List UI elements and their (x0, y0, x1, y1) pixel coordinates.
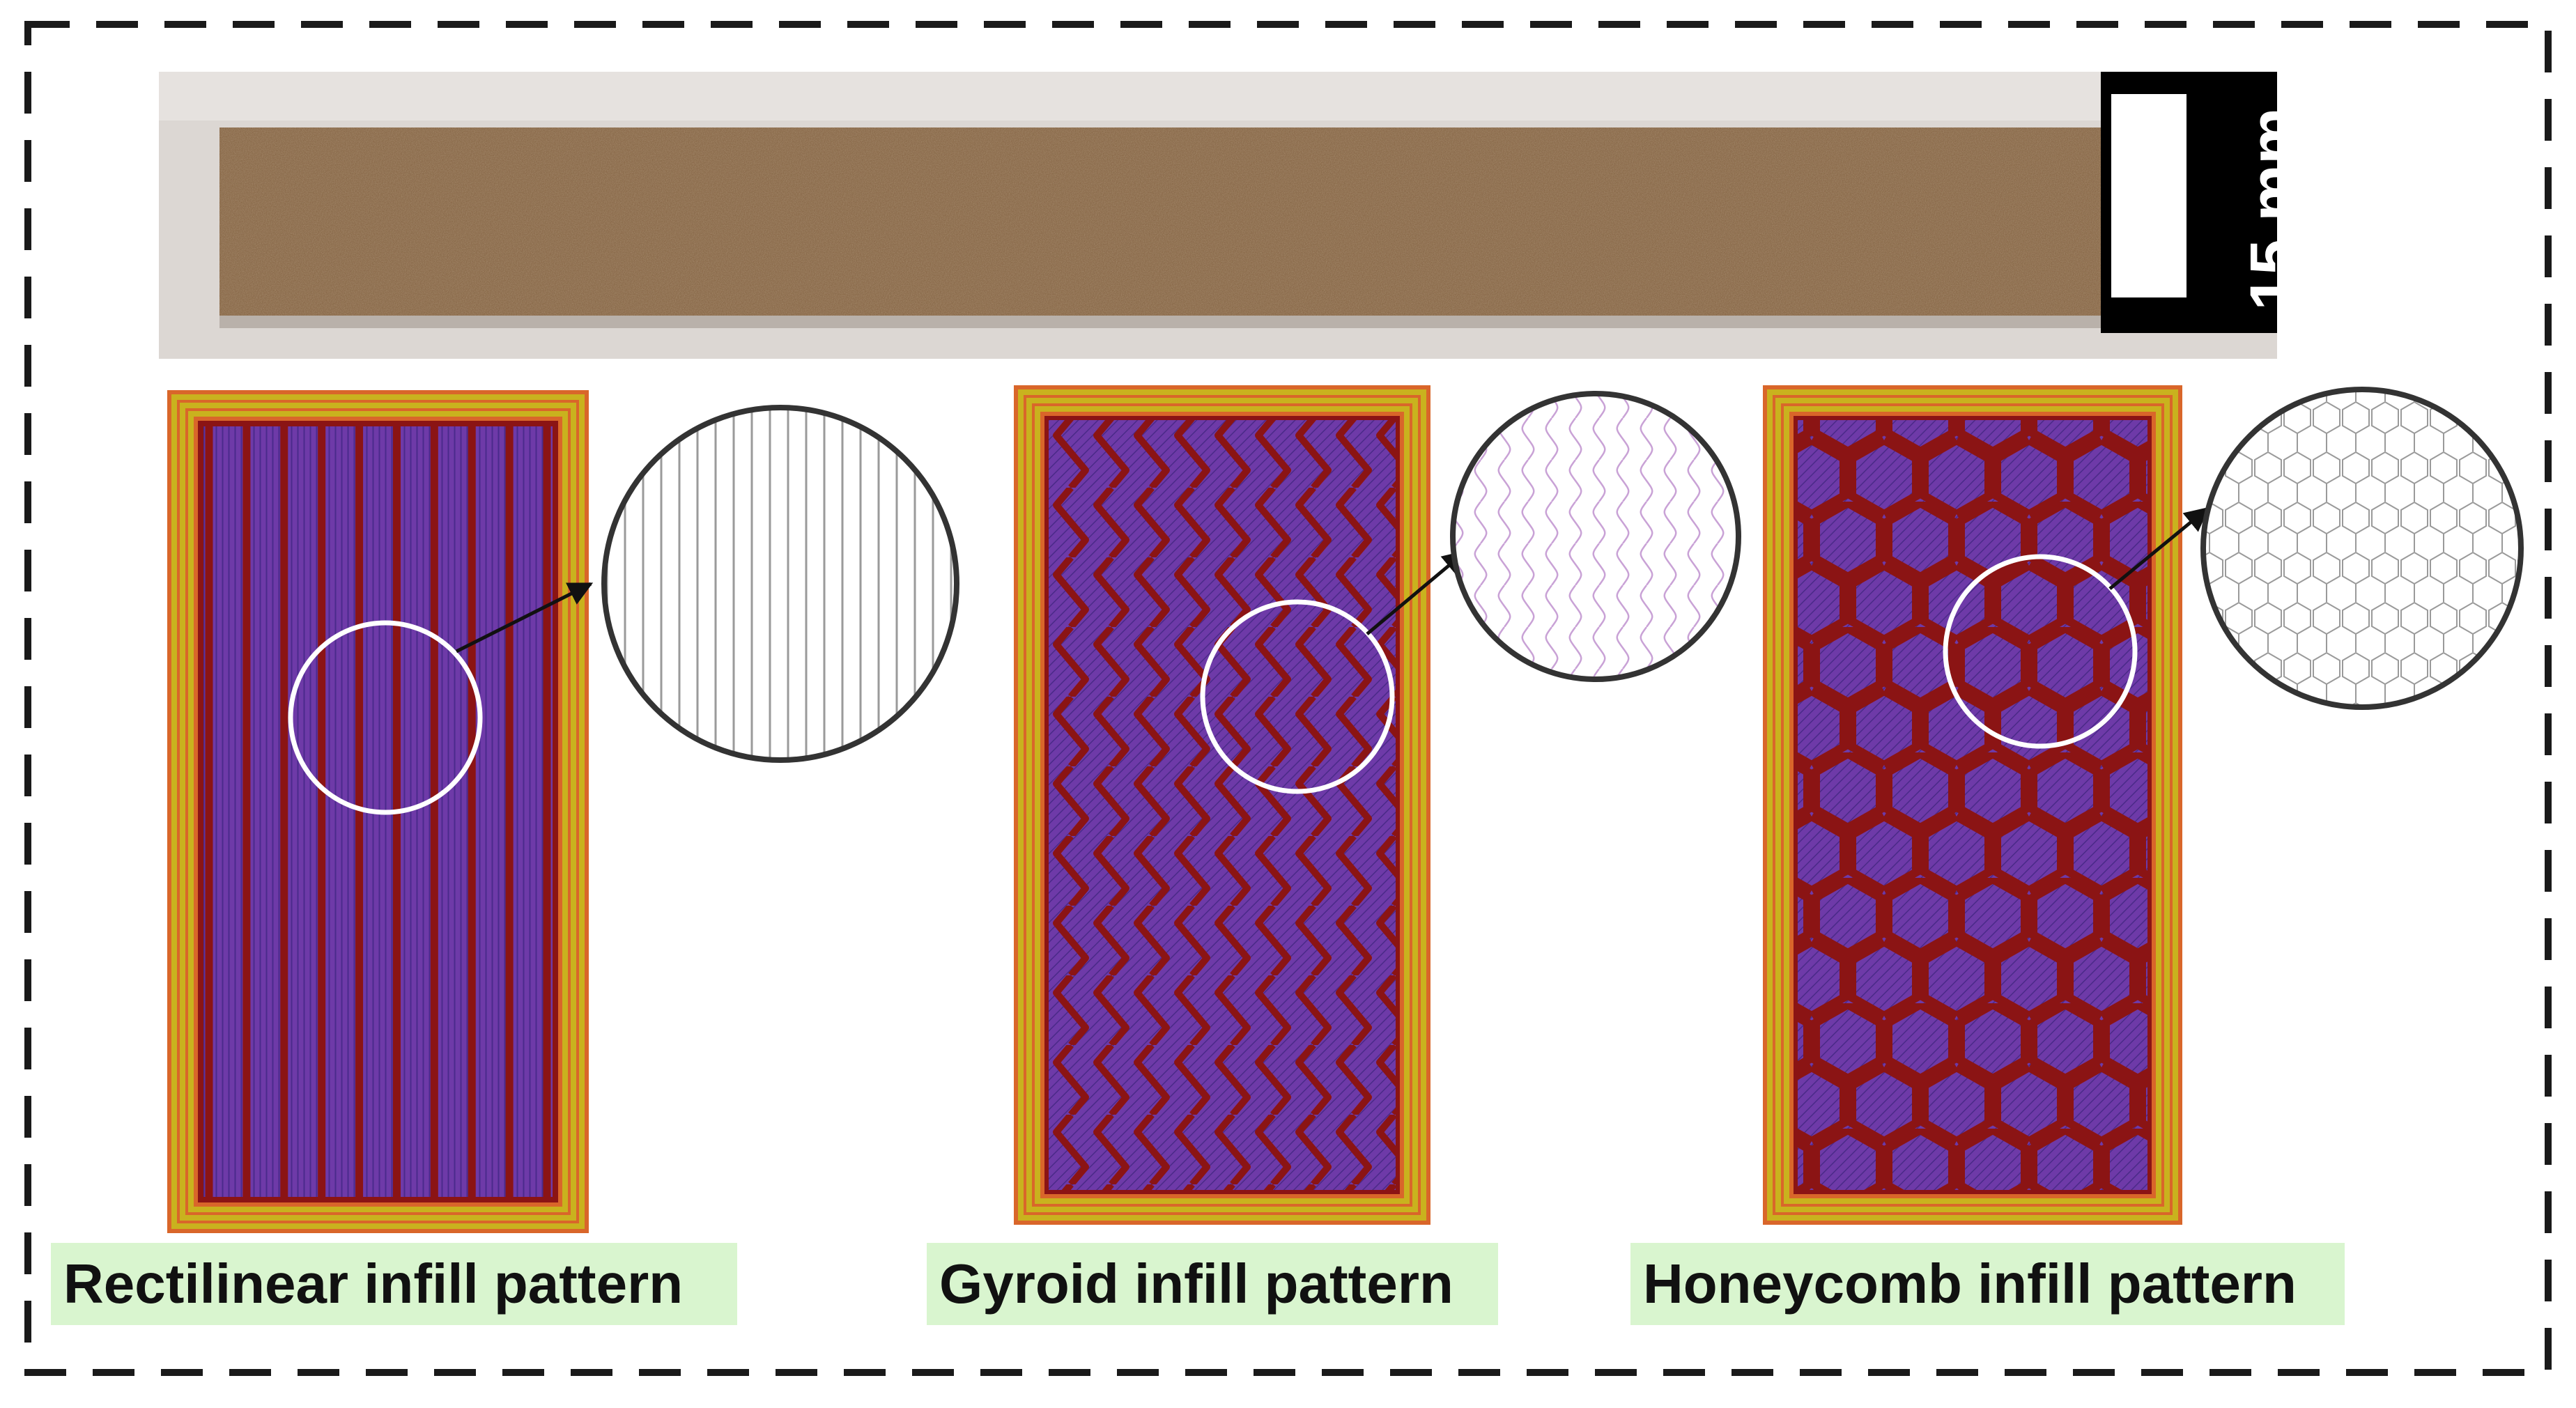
gyroid-slice (1014, 385, 1430, 1225)
honeycomb-slice (1763, 385, 2182, 1225)
specimen-texture (219, 127, 2101, 316)
rectilinear-zoom-circle (599, 404, 962, 766)
gyroid-zoom-circle (1449, 390, 1742, 683)
gyroid-label: Gyroid infill pattern (927, 1243, 1498, 1325)
honeycomb-walls (1798, 420, 2147, 1190)
honeycomb-label: Honeycomb infill pattern (1630, 1243, 2345, 1325)
specimen-photo (159, 72, 2277, 359)
gyroid-walls (1049, 420, 1396, 1190)
rectilinear-label: Rectilinear infill pattern (51, 1243, 737, 1325)
scale-bar (2111, 94, 2186, 297)
photo-highlight (159, 72, 2277, 121)
scale-bar-label: 15 mm (2238, 139, 2308, 279)
specimen-shadow (219, 316, 2101, 328)
honeycomb-zoom-circle (2202, 388, 2522, 709)
